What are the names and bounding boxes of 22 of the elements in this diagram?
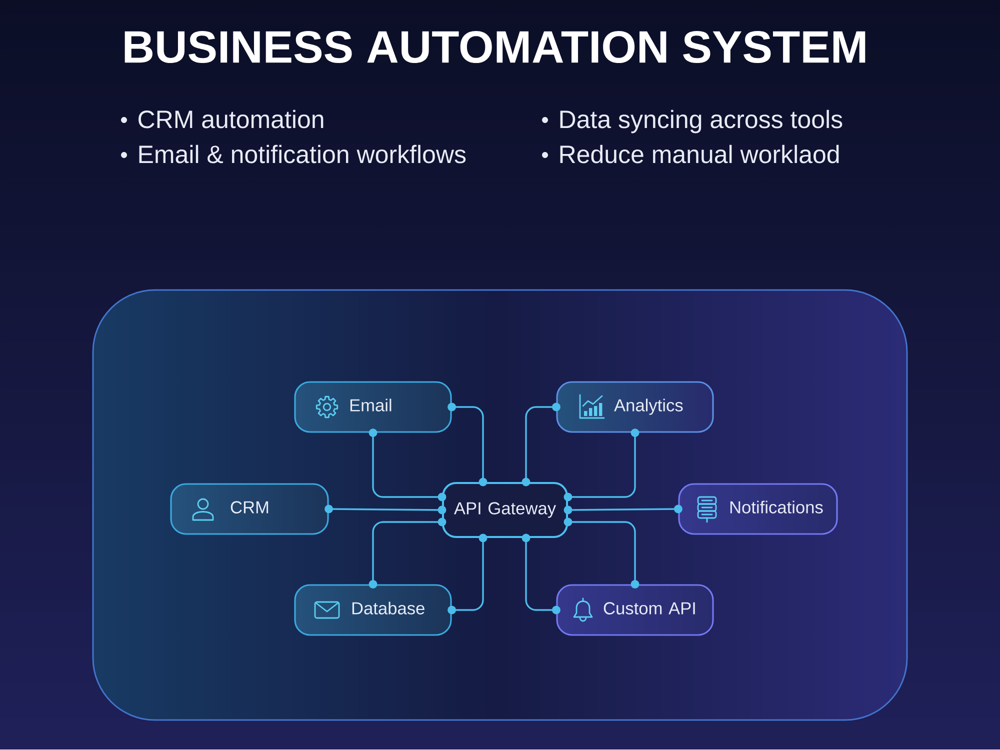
- service-box: Email: [294, 381, 452, 433]
- connector: [448, 534, 488, 614]
- bullet-text: CRM automation: [138, 110, 324, 128]
- gateway-box: API Gateway: [442, 482, 568, 538]
- connector: [564, 428, 640, 502]
- service-box: CRM: [170, 483, 329, 535]
- bullet-text: Data syncing across tools: [560, 110, 842, 134]
- connector: [448, 402, 488, 486]
- service-box: Custom API: [556, 584, 714, 636]
- service-box: Analytics: [556, 381, 714, 433]
- service-box: Notifications: [678, 483, 838, 535]
- title: BUSINESS AUTOMATION SYSTEM: [124, 30, 866, 64]
- connector: [564, 518, 640, 588]
- connector: [522, 534, 560, 614]
- connector: [324, 504, 446, 514]
- service-box: Database: [294, 584, 452, 636]
- bullet-text: Reduce manual worklaod: [560, 144, 839, 164]
- connector: [564, 504, 682, 514]
- bullet-text: Email & notification workflows: [139, 144, 466, 164]
- connector: [368, 518, 446, 588]
- connector: [522, 402, 560, 486]
- connector: [368, 428, 446, 502]
